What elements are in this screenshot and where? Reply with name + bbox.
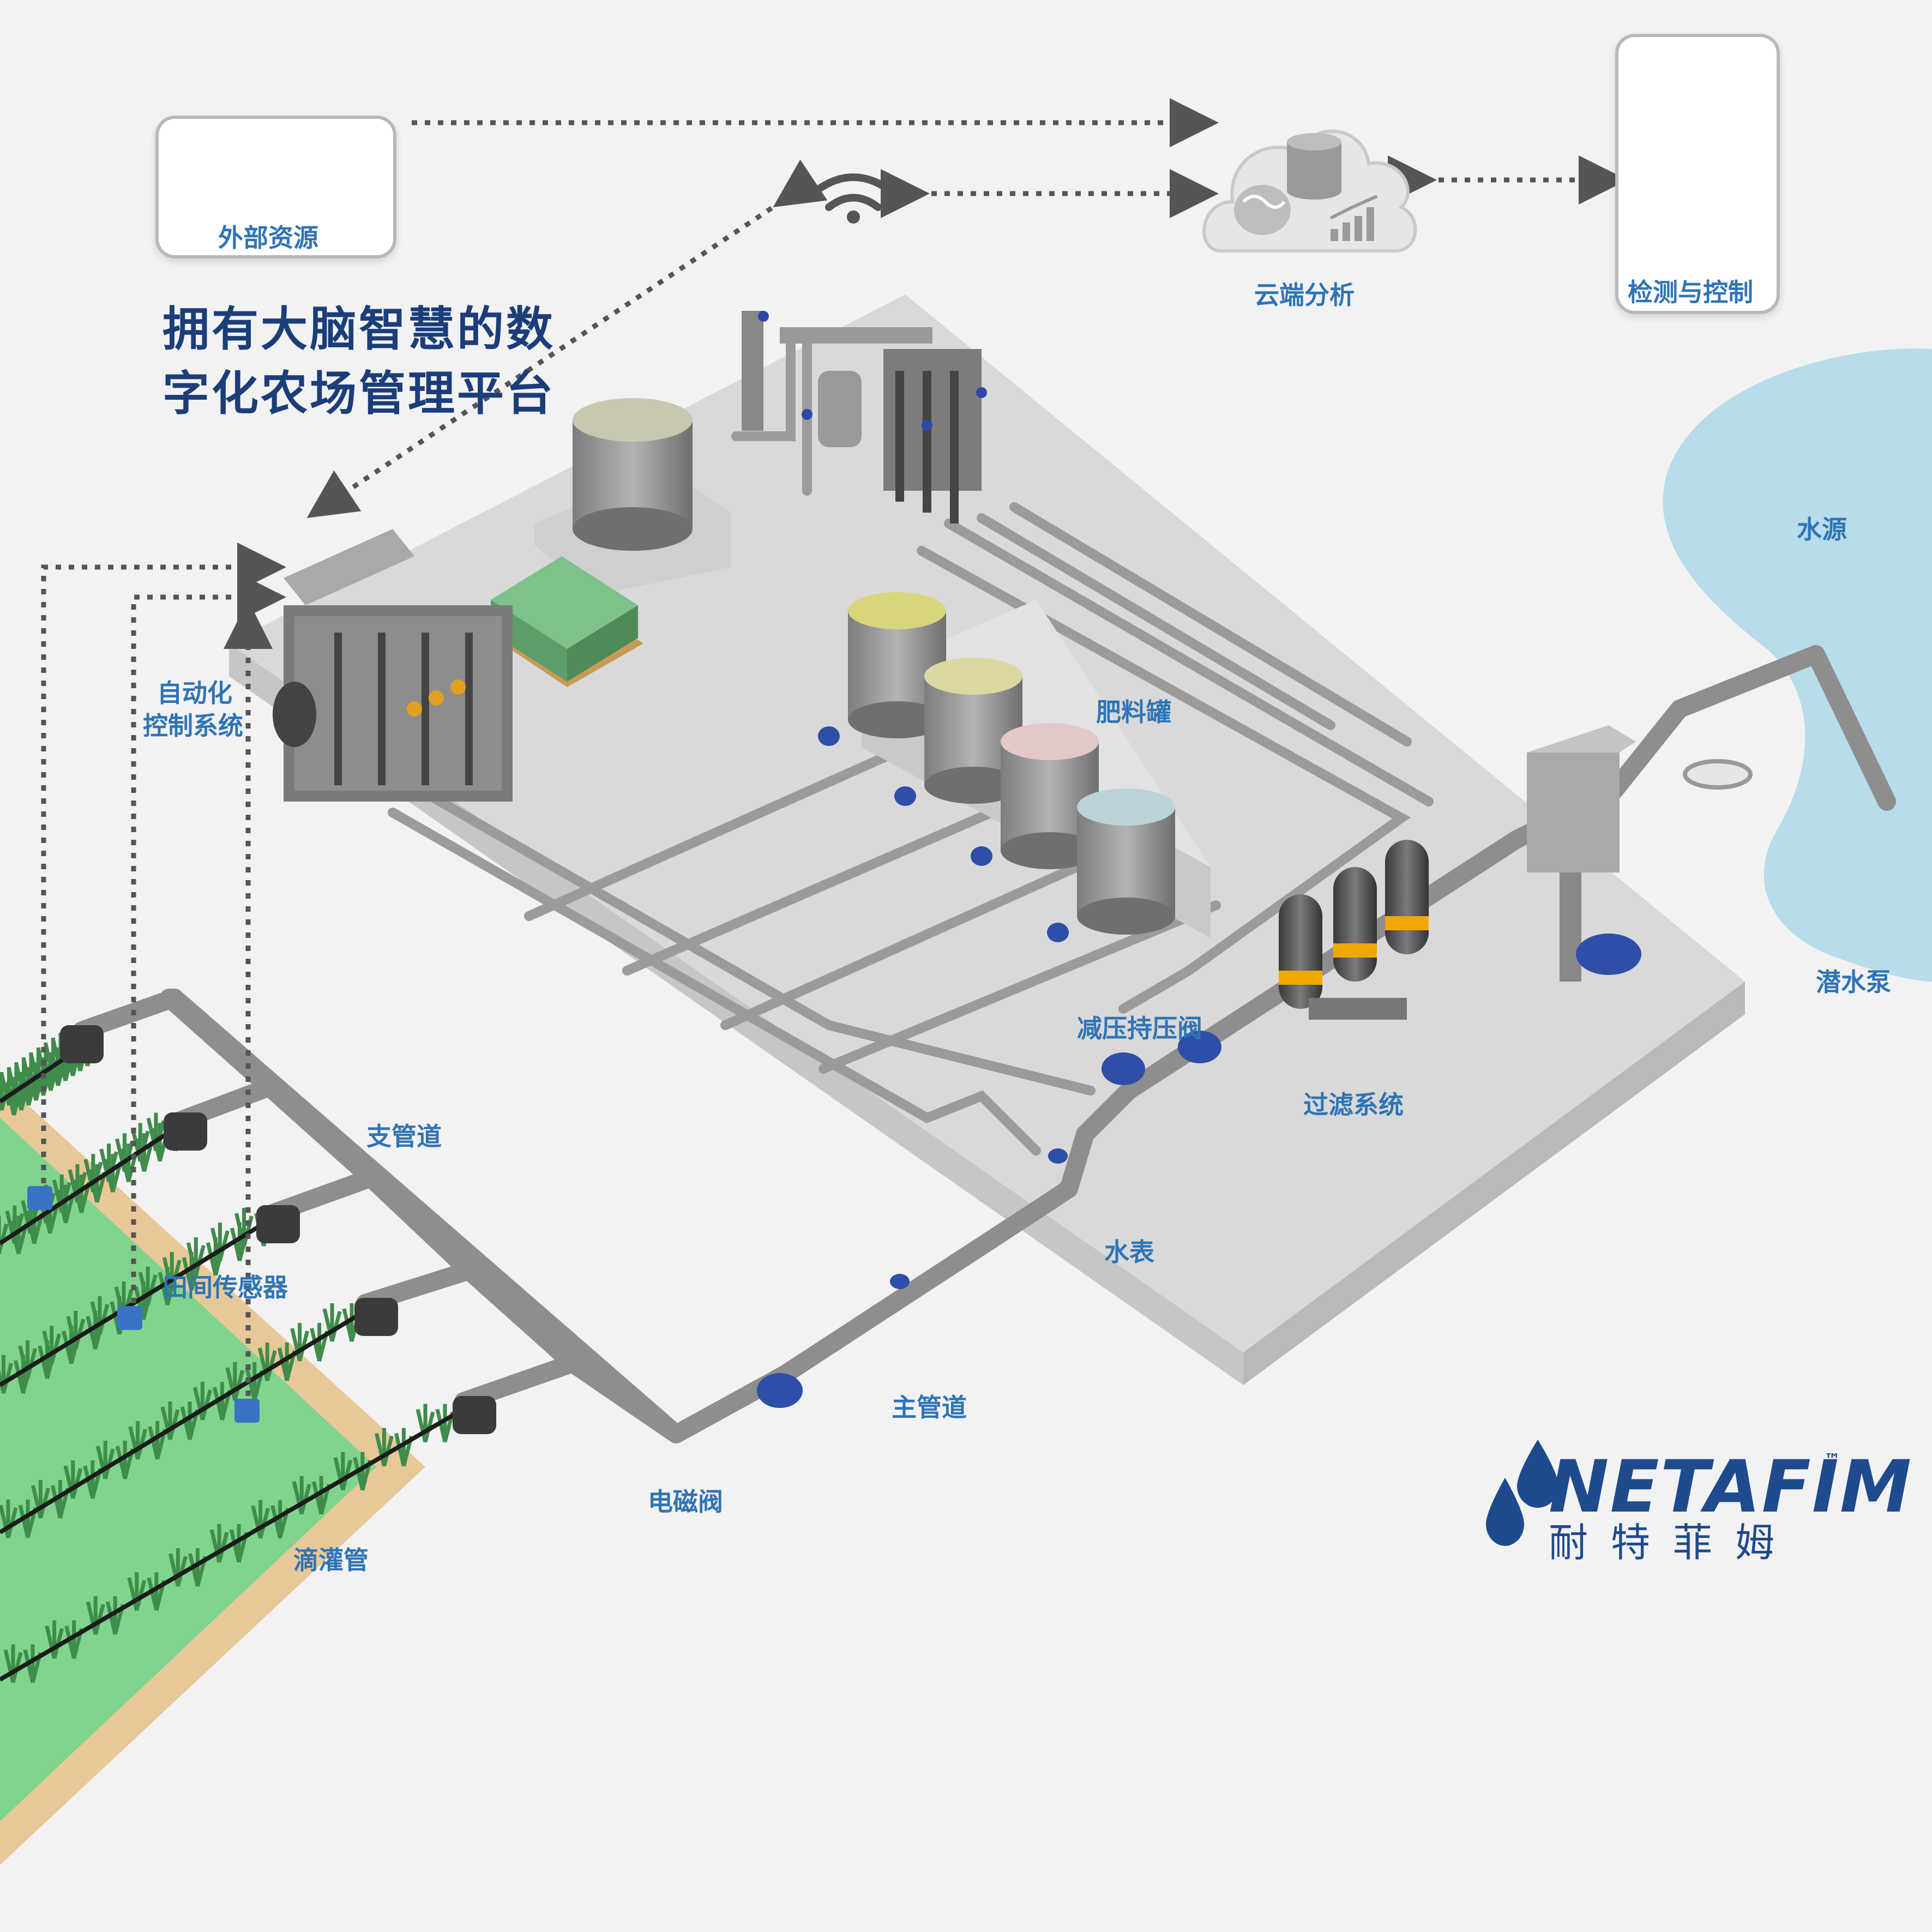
trademark-symbol: ™ — [1824, 1450, 1840, 1470]
field-solenoid-valves — [60, 1025, 496, 1434]
data-links — [41, 98, 1628, 1396]
monitor-control-label: 检测与控制 — [1628, 278, 1753, 307]
field-sensors — [27, 1186, 260, 1423]
cloud-analytics-label: 云端分析 — [1254, 280, 1355, 310]
crop-field — [0, 1080, 425, 1865]
automation-controller-unit — [273, 529, 513, 802]
fertilizer-tanks-label: 肥料罐 — [1096, 697, 1171, 727]
submersible-pump-label: 潜水泵 — [1816, 967, 1891, 997]
external-resources-card — [155, 116, 396, 258]
water-drop-icon — [1486, 1440, 1558, 1546]
filtration-label: 过滤系统 — [1303, 1090, 1404, 1120]
automation-label-line-2: 控制系统 — [143, 711, 243, 741]
blue-valves — [757, 726, 1221, 1408]
water-source-label: 水源 — [1797, 515, 1847, 544]
headline: 拥有大脑智慧的数 字化农场管理平台 — [162, 297, 555, 426]
water-meter-label: 水表 — [1104, 1237, 1154, 1267]
brain-icon — [1234, 185, 1291, 235]
field-sensor-label: 田间传感器 — [162, 1273, 288, 1302]
disc-filters — [1279, 840, 1429, 1020]
external-resources-label: 外部资源 — [218, 223, 318, 252]
automation-label-line-1: 自动化 — [157, 678, 232, 708]
headline-line-2: 字化农场管理平台 — [162, 366, 555, 421]
monitor-control-card — [1615, 34, 1780, 314]
headline-line-1: 拥有大脑智慧的数 — [162, 302, 555, 357]
solenoid-valve-label: 电磁阀 — [648, 1487, 723, 1516]
chart-icon — [1329, 195, 1378, 241]
branch-pipe-label: 支管道 — [366, 1122, 442, 1151]
crop-plants — [0, 1028, 455, 1683]
database-icon — [1287, 133, 1341, 200]
drip-pipe-label: 滴灌管 — [293, 1545, 369, 1575]
pressure-valve-label: 减压持压阀 — [1077, 1014, 1202, 1043]
wifi-icon — [809, 173, 898, 224]
netafim-logo-wordmark: NETAFIM — [1549, 1445, 1913, 1529]
main-pipe-label: 主管道 — [892, 1393, 967, 1422]
submersible-pump-station — [1527, 725, 1753, 982]
netafim-logo-chinese: 耐特菲姆 — [1549, 1520, 1798, 1566]
